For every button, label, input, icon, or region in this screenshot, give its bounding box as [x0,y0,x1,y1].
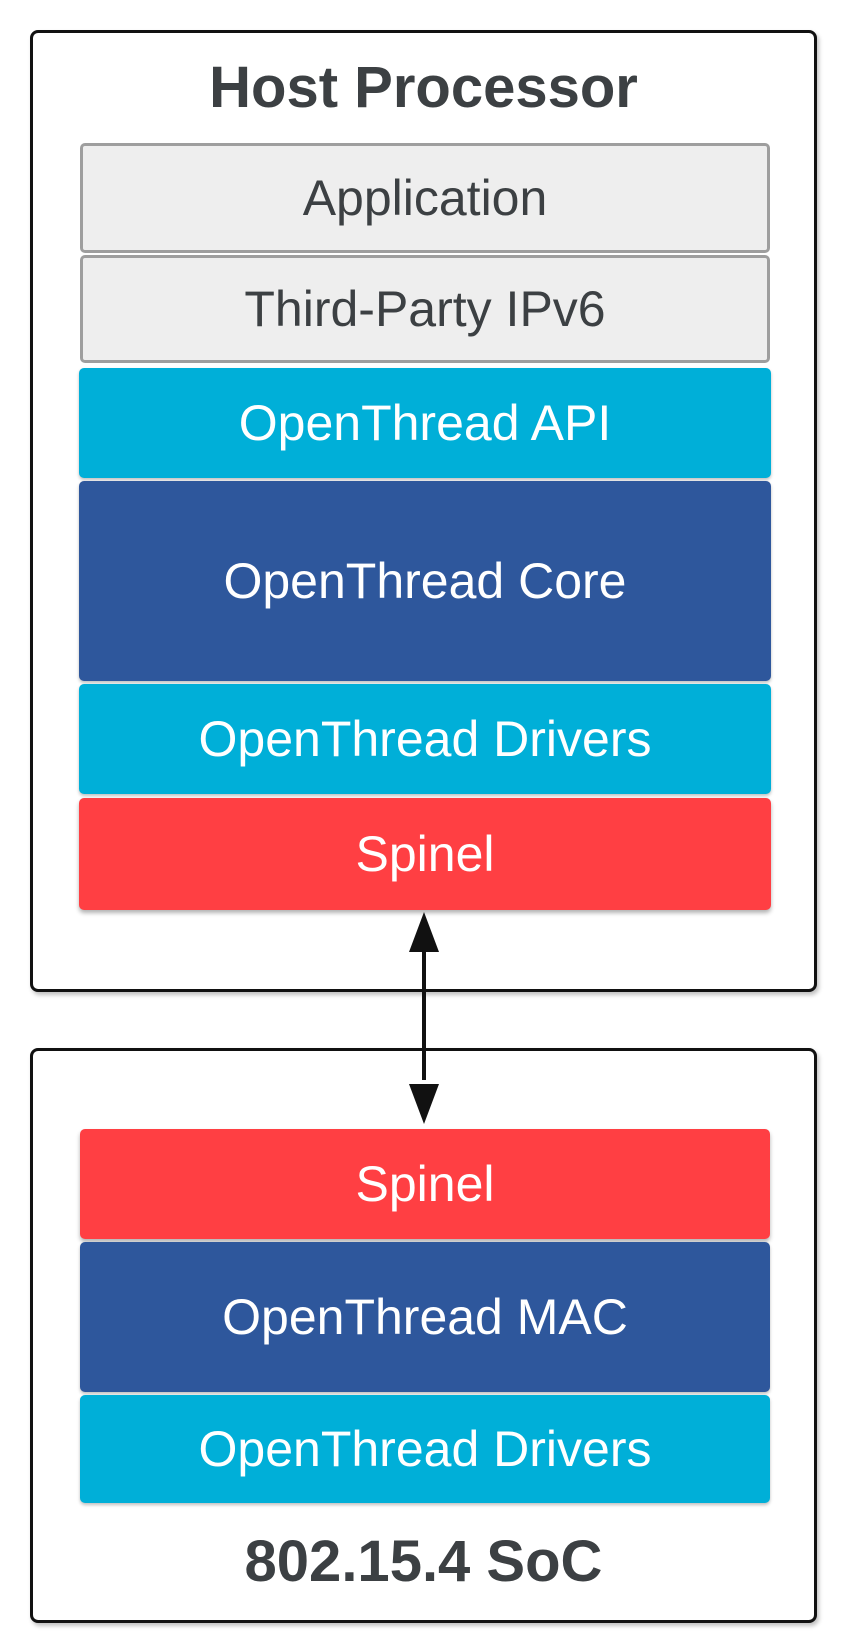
openthread-core-layer: OpenThread Core [79,481,771,681]
openthread-api-layer: OpenThread API [79,368,771,478]
host-processor-panel: Host Processor Application Third-Party I… [30,30,817,992]
host-processor-title: Host Processor [209,55,638,120]
openthread-mac-layer: OpenThread MAC [80,1242,770,1392]
soc-panel: Spinel OpenThread MAC OpenThread Drivers… [30,1048,817,1623]
soc-title: 802.15.4 SoC [244,1529,603,1594]
application-layer: Application [80,143,770,253]
host-spinel-layer: Spinel [79,798,771,910]
soc-openthread-drivers-layer: OpenThread Drivers [80,1395,770,1503]
host-openthread-drivers-layer: OpenThread Drivers [79,684,771,794]
third-party-ipv6-layer: Third-Party IPv6 [80,255,770,363]
soc-spinel-layer: Spinel [80,1129,770,1239]
